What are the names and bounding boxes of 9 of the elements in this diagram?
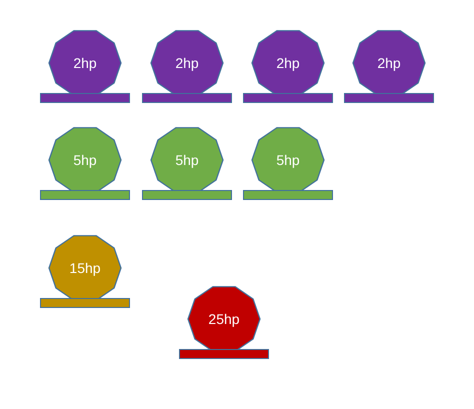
power-label: 5hp xyxy=(174,151,200,170)
power-label: 25hp xyxy=(207,310,241,329)
power-label: 2hp xyxy=(376,54,402,73)
power-label: 15hp xyxy=(68,259,102,278)
power-label: 2hp xyxy=(174,54,200,73)
power-label: 5hp xyxy=(275,151,301,170)
power-label: 2hp xyxy=(275,54,301,73)
power-label: 5hp xyxy=(72,151,98,170)
power-label: 2hp xyxy=(72,54,98,73)
